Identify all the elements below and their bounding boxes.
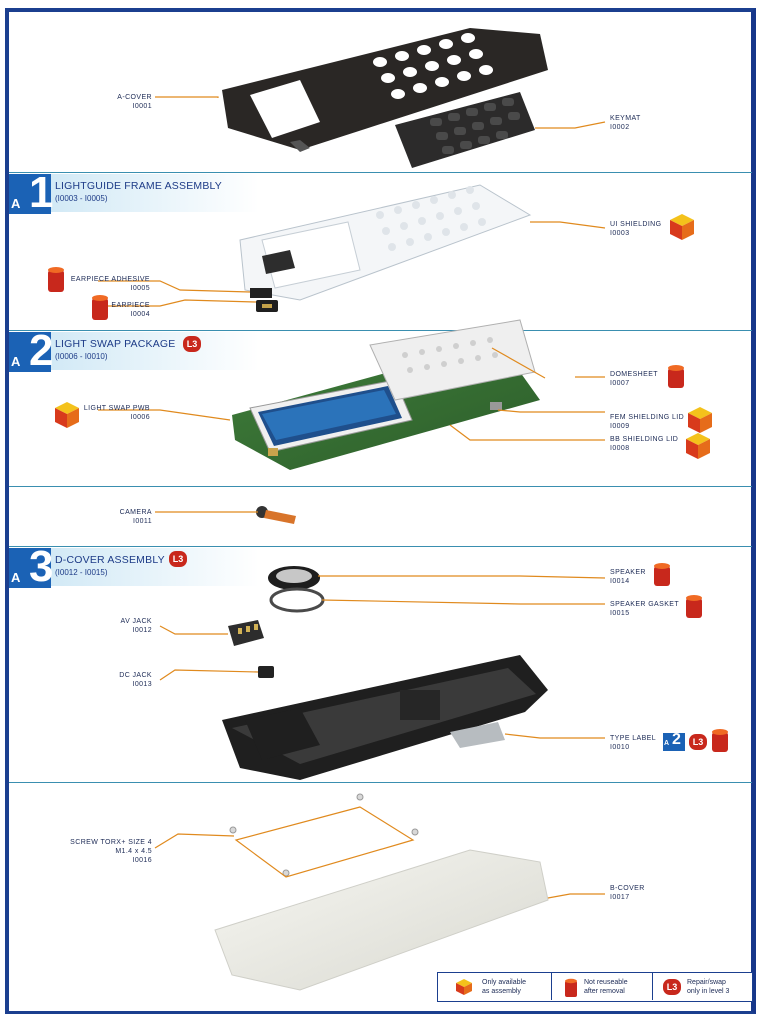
spool-icon xyxy=(686,595,702,618)
spool-icon xyxy=(565,978,577,997)
av-jack-drawing xyxy=(228,620,264,646)
section-a1-subtitle: (I0003 - I0005) xyxy=(55,194,108,203)
cube-icon xyxy=(686,433,710,459)
a2-mini-badge: 2 A xyxy=(663,731,685,751)
l3-badge-icon: L3 xyxy=(662,978,682,996)
l3-badge-icon: L3 xyxy=(168,550,188,568)
cube-icon xyxy=(456,979,472,995)
section-a2-badge-letter: A xyxy=(11,354,21,369)
section-divider xyxy=(9,172,752,173)
spool-icon xyxy=(48,267,64,292)
dc-jack-drawing xyxy=(258,666,274,678)
section-a2-badge: 2 A xyxy=(9,326,54,375)
b-cover-drawing xyxy=(214,849,549,991)
section-a2-badge-number: 2 xyxy=(29,326,54,375)
section-divider xyxy=(9,546,752,547)
l3-badge-icon: L3 xyxy=(182,335,202,353)
spool-icon xyxy=(668,365,684,388)
section-divider xyxy=(9,486,752,487)
spool-icon xyxy=(654,563,670,586)
ui-shielding-drawing xyxy=(239,184,532,301)
speaker-gasket-drawing xyxy=(269,587,325,613)
cube-icon xyxy=(688,407,712,433)
spool-icon xyxy=(712,729,728,752)
section-a3-badge-letter: A xyxy=(11,570,21,585)
cube-icon xyxy=(670,214,694,240)
section-a1-badge-letter: A xyxy=(11,196,21,211)
keymat-drawing xyxy=(395,92,535,168)
section-a3-subtitle: (I0012 - I0015) xyxy=(55,568,108,577)
camera-drawing xyxy=(256,506,296,524)
spool-icon xyxy=(92,295,108,320)
section-a2-subtitle: (I0006 - I0010) xyxy=(55,352,108,361)
d-cover-drawing xyxy=(222,655,548,780)
section-divider xyxy=(9,330,752,331)
section-a3-badge: 3 A xyxy=(9,542,54,591)
section-a1-badge: 1 A xyxy=(9,168,54,217)
section-divider xyxy=(9,782,752,783)
earpiece-adhesive-drawing xyxy=(250,288,272,298)
light-swap-pwb-drawing xyxy=(232,319,540,470)
speaker-drawing xyxy=(268,566,320,590)
l3-badge-icon: L3 xyxy=(688,733,708,751)
a-cover-drawing xyxy=(222,28,548,152)
page-frame xyxy=(5,8,756,1014)
section-a3-title: D-COVER ASSEMBLY xyxy=(55,554,165,566)
section-a1-badge-number: 1 xyxy=(29,168,54,217)
section-a1-title: LIGHTGUIDE FRAME ASSEMBLY xyxy=(55,180,223,192)
cube-icon xyxy=(55,402,79,428)
section-a2-title: LIGHT SWAP PACKAGE xyxy=(55,338,176,350)
section-a3-badge-number: 3 xyxy=(29,542,54,591)
screws-drawing xyxy=(229,793,419,877)
